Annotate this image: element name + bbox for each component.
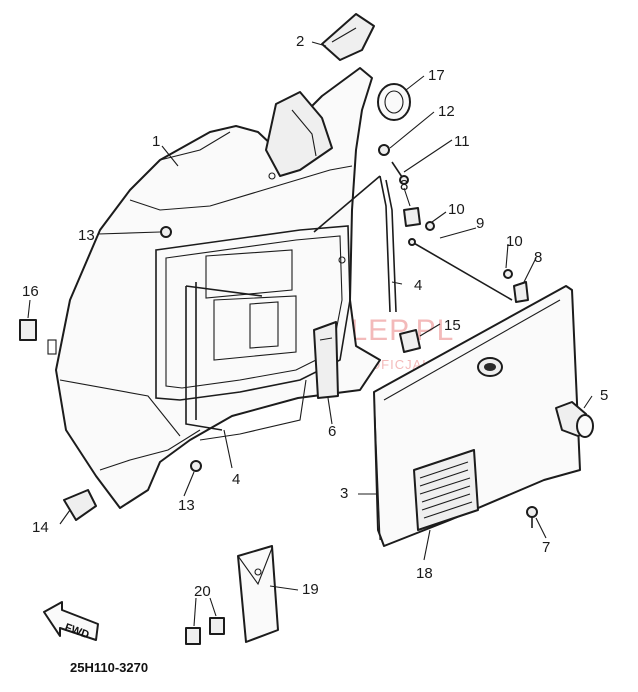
- callout-10-lower: 10: [506, 233, 523, 250]
- callout-18: 18: [416, 565, 433, 582]
- part-cable-end: [408, 238, 416, 246]
- part-lid: [373, 285, 581, 547]
- callout-4-upper: 4: [414, 277, 422, 294]
- part-top-cap: [321, 13, 375, 61]
- part-washer: [378, 144, 390, 156]
- callout-9: 9: [476, 215, 484, 232]
- callout-14: 14: [32, 519, 49, 536]
- callout-16: 16: [22, 283, 39, 300]
- forward-arrow-icon: FWD: [43, 601, 99, 641]
- callout-2: 2: [296, 33, 304, 50]
- callout-1: 1: [152, 133, 160, 150]
- part-screw-13-upper: [160, 226, 172, 238]
- part-screw-13-lower: [190, 460, 202, 472]
- callout-12: 12: [438, 103, 455, 120]
- callout-15: 15: [444, 317, 461, 334]
- part-hinge-14: [63, 489, 97, 521]
- callout-8-lower: 8: [534, 249, 542, 266]
- part-latch-bracket: [313, 321, 339, 399]
- part-clip-15: [399, 329, 421, 353]
- callout-11: 11: [454, 133, 470, 150]
- part-bracket-8-upper: [403, 207, 421, 227]
- part-screw-7: [526, 506, 538, 528]
- part-grommet: [377, 83, 411, 121]
- part-inner-panel: [47, 67, 381, 509]
- callout-4-lower: 4: [232, 471, 240, 488]
- part-nut-10-lower: [503, 269, 513, 279]
- part-cable: [411, 241, 513, 301]
- part-bracket-8-lower: [513, 281, 529, 303]
- callout-7: 7: [542, 539, 550, 556]
- callout-5: 5: [600, 387, 608, 404]
- part-pouch: [237, 545, 279, 643]
- part-stay-rods: [185, 175, 397, 431]
- part-clip-16: [19, 319, 37, 341]
- callout-19: 19: [302, 581, 319, 598]
- part-knob: [555, 401, 594, 438]
- diagram-reference-code: 25H110-3270: [70, 660, 148, 675]
- callout-10-upper: 10: [448, 201, 465, 218]
- part-label-plate: [413, 449, 479, 531]
- callout-17: 17: [428, 67, 445, 84]
- callout-13-lower: 13: [178, 497, 195, 514]
- callout-8-upper: 8: [400, 177, 408, 194]
- part-clip-20-right: [209, 617, 225, 635]
- part-nut-10-upper: [425, 221, 435, 231]
- callout-3: 3: [340, 485, 348, 502]
- callout-labels: 1 2 3 4 4 5 6 7 8 8 9 10 10 11 12 13 13 …: [22, 33, 608, 600]
- part-clip-20-left: [185, 627, 201, 645]
- callout-6: 6: [328, 423, 336, 440]
- part-screw-11: [391, 161, 409, 185]
- callout-20: 20: [194, 583, 211, 600]
- callout-13-upper: 13: [78, 227, 95, 244]
- leader-lines: [27, 41, 593, 627]
